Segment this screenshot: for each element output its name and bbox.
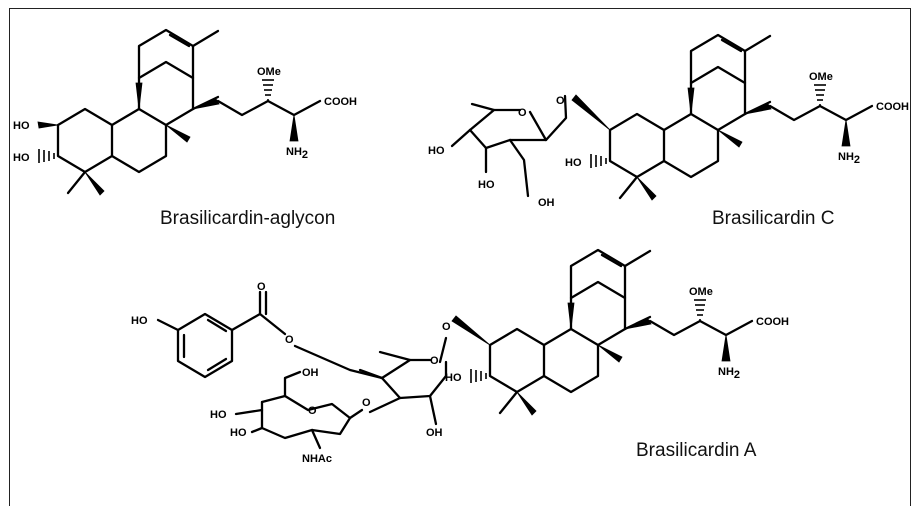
figure-frame	[9, 8, 911, 506]
atom-oh: OH	[426, 427, 443, 439]
caption-c: Brasilicardin C	[712, 208, 834, 229]
atom-o-ring: O	[518, 107, 527, 119]
molecule-aglycon: HO HO OMe COOH NH2	[13, 28, 357, 197]
atom-ho-c3: HO	[565, 157, 582, 169]
atom-nhac: NHAc	[302, 453, 332, 465]
sugar-rhamnose-a: O O O OH	[293, 321, 451, 439]
atom-o-ring: O	[308, 405, 317, 417]
atom-ome: OMe	[809, 71, 833, 83]
atom-cooh: COOH	[876, 101, 909, 113]
atom-ho-c3: HO	[230, 427, 247, 439]
atom-ome: OMe	[257, 66, 281, 78]
atom-ho-c3: HO	[13, 152, 30, 164]
atom-nh2: NH2	[718, 366, 740, 381]
atom-ho-phenol: HO	[131, 315, 148, 327]
molecule-a: HO OMe COOH NH2	[445, 248, 789, 417]
caption-a: Brasilicardin A	[636, 440, 757, 461]
atom-ho-c3: HO	[445, 372, 462, 384]
atom-nh2: NH2	[838, 151, 860, 166]
atom-cooh: COOH	[756, 316, 789, 328]
atom-ho-c2: HO	[13, 120, 30, 132]
hydroxybenzoyl-group: HO O O	[131, 281, 294, 379]
atom-o-ring: O	[430, 355, 439, 367]
sugar-glucosamine-a: OH O HO HO NHAc	[210, 367, 364, 465]
atom-oh: OH	[538, 197, 555, 209]
atom-o-glyco: O	[362, 397, 371, 409]
atom-o-ester: O	[285, 334, 294, 346]
atom-ho: HO	[478, 179, 495, 191]
atom-o-carbonyl: O	[257, 281, 266, 293]
molecule-c: HO OMe COOH NH2	[565, 33, 909, 202]
sugar-rhamnose-c: O O HO HO OH	[428, 94, 568, 209]
atom-nh2: NH2	[286, 146, 308, 161]
atom-ho-c4: HO	[210, 409, 227, 421]
atom-cooh: COOH	[324, 96, 357, 108]
atom-ho: HO	[428, 145, 445, 157]
atom-o-link: O	[442, 321, 451, 333]
atom-o-link: O	[556, 95, 565, 107]
atom-ome: OMe	[689, 286, 713, 298]
atom-oh-c6: OH	[302, 367, 319, 379]
caption-aglycon: Brasilicardin-aglycon	[160, 208, 335, 229]
